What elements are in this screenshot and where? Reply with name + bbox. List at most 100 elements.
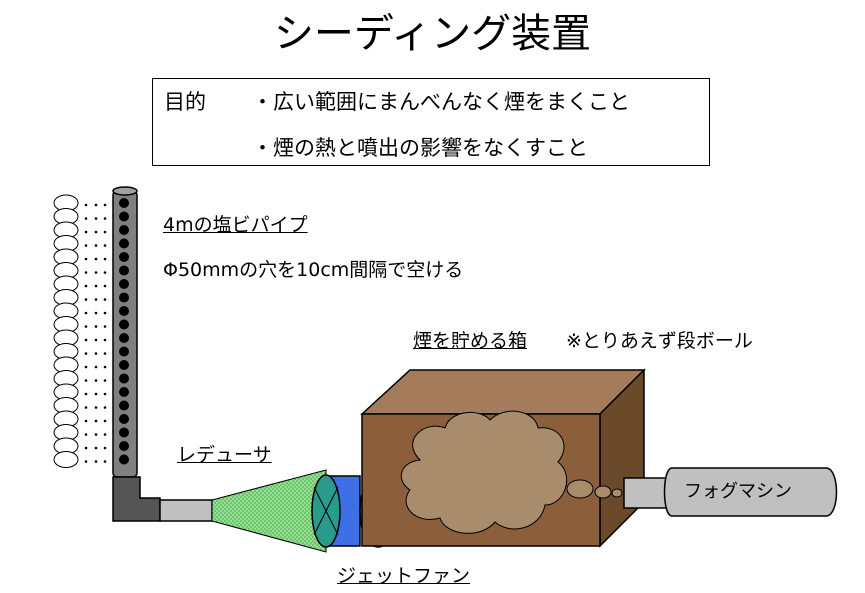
smoke-jet-dot (94, 433, 98, 436)
pipe-hole (119, 252, 129, 262)
label-jet-fan: ジェットファン (337, 565, 471, 587)
pipe-hole (119, 225, 129, 235)
smoke-jet-dot (94, 271, 98, 274)
smoke-jet-dot (84, 244, 88, 247)
smoke-jet-dot (103, 352, 107, 355)
pipe-hole (119, 414, 129, 424)
purpose-item-1: ・広い範囲にまんべんなく煙をまくこと (252, 90, 630, 114)
smoke-jet-dot (94, 284, 98, 288)
smoke-jet-dot (103, 230, 107, 234)
smoke-jet-dot (94, 419, 98, 423)
pipe-hole (119, 265, 129, 276)
pipe-hole (119, 454, 129, 465)
pipe-hole (119, 346, 129, 357)
smoke-jet-dot (84, 379, 88, 382)
smoke-jet-dot (103, 392, 107, 396)
diagram-title: シーディング装置 (273, 11, 592, 57)
smoke-jet-dot (103, 433, 107, 436)
smoke-jet-dot (103, 217, 107, 220)
smoke-jet-dot (103, 298, 107, 301)
smoke-jet-dot (94, 217, 98, 220)
smoke-jet-dot (84, 203, 88, 207)
smoke-jet-dot (94, 406, 98, 409)
purpose-box (152, 78, 710, 166)
smoke-jet-dot (103, 379, 107, 382)
smoke-jet-dot (84, 365, 88, 369)
label-pipe-title: 4mの塩ビパイプ (163, 214, 308, 236)
smoke-jet-dot (84, 284, 88, 288)
pipe-hole (119, 387, 129, 397)
smoke-puff-column (53, 194, 79, 468)
smoke-jet-dot (84, 446, 88, 450)
pipe-hole (119, 198, 129, 208)
reducer (211, 469, 327, 553)
label-pipe-holes: Φ50mmの穴を10cm間隔で空ける (163, 259, 464, 281)
smoke-jet-dot (103, 203, 107, 207)
smoke-jet-dot (94, 392, 98, 396)
smoke-jet-dot (103, 271, 107, 274)
pipe-holes (119, 198, 129, 465)
smoke-jet-dot (103, 460, 107, 463)
smoke-jet-dots (84, 203, 107, 463)
smoke-jet-dot (84, 311, 88, 315)
smoke-jet-dot (103, 284, 107, 288)
smoke-jet-dot (84, 352, 88, 355)
smoke-puff (611, 488, 623, 498)
smoke-jet-dot (94, 311, 98, 315)
pipe-hole (119, 373, 129, 384)
smoke-jet-dot (103, 325, 107, 328)
smoke-jet-dot (84, 338, 88, 342)
smoke-cloud (400, 410, 568, 534)
smoke-jet-dot (94, 338, 98, 342)
fog-machine-body (663, 467, 838, 517)
smoke-jet-dot (103, 406, 107, 409)
pipe-hole (119, 306, 129, 316)
smoke-puff (594, 485, 612, 499)
smoke-jet-dot (94, 352, 98, 355)
pipe-hole (119, 441, 129, 451)
smoke-box-top (360, 369, 646, 415)
pvc-pipe-top (112, 186, 138, 196)
pipe-hole (119, 360, 129, 370)
smoke-jet-dot (103, 419, 107, 423)
smoke-jet-dot (84, 298, 88, 301)
smoke-jet-dot (84, 230, 88, 234)
smoke-jet-dot (94, 257, 98, 261)
smoke-puff (566, 479, 594, 499)
label-box-note: ※とりあえず段ボール (566, 330, 753, 352)
smoke-jet-dot (84, 392, 88, 396)
smoke-jet-dot (94, 230, 98, 234)
smoke-jet-dot (94, 446, 98, 450)
purpose-item-2: ・煙の熱と噴出の影響をなくすこと (252, 136, 588, 160)
smoke-jet-dot (94, 298, 98, 301)
smoke-jet-dot (103, 257, 107, 261)
smoke-puff (53, 451, 79, 468)
smoke-jet-dot (94, 460, 98, 463)
label-box: 煙を貯める箱 (413, 330, 528, 352)
smoke-jet-dot (84, 433, 88, 436)
smoke-jet-dot (84, 257, 88, 261)
pipe-hole (119, 292, 129, 303)
purpose-heading: 目的 (164, 90, 206, 114)
smoke-jet-dot (84, 460, 88, 463)
pipe-hole (119, 400, 129, 411)
smoke-jet-dot (94, 325, 98, 328)
pipe-hole (119, 427, 129, 438)
smoke-jet-dot (84, 325, 88, 328)
pipe-hole (119, 333, 129, 343)
pipe-hole (119, 319, 129, 330)
smoke-jet-dot (84, 406, 88, 409)
smoke-jet-dot (94, 365, 98, 369)
horizontal-pipe (159, 499, 213, 522)
jet-fan-blade (313, 486, 339, 536)
smoke-jet-dot (103, 365, 107, 369)
smoke-jet-dot (94, 244, 98, 247)
pipe-elbow (112, 476, 161, 522)
smoke-jet-dot (103, 446, 107, 450)
smoke-jet-dot (103, 244, 107, 247)
pipe-hole (119, 279, 129, 289)
smoke-jet-dot (103, 338, 107, 342)
label-reducer: レデューサ (177, 444, 272, 466)
pipe-hole (119, 211, 129, 222)
